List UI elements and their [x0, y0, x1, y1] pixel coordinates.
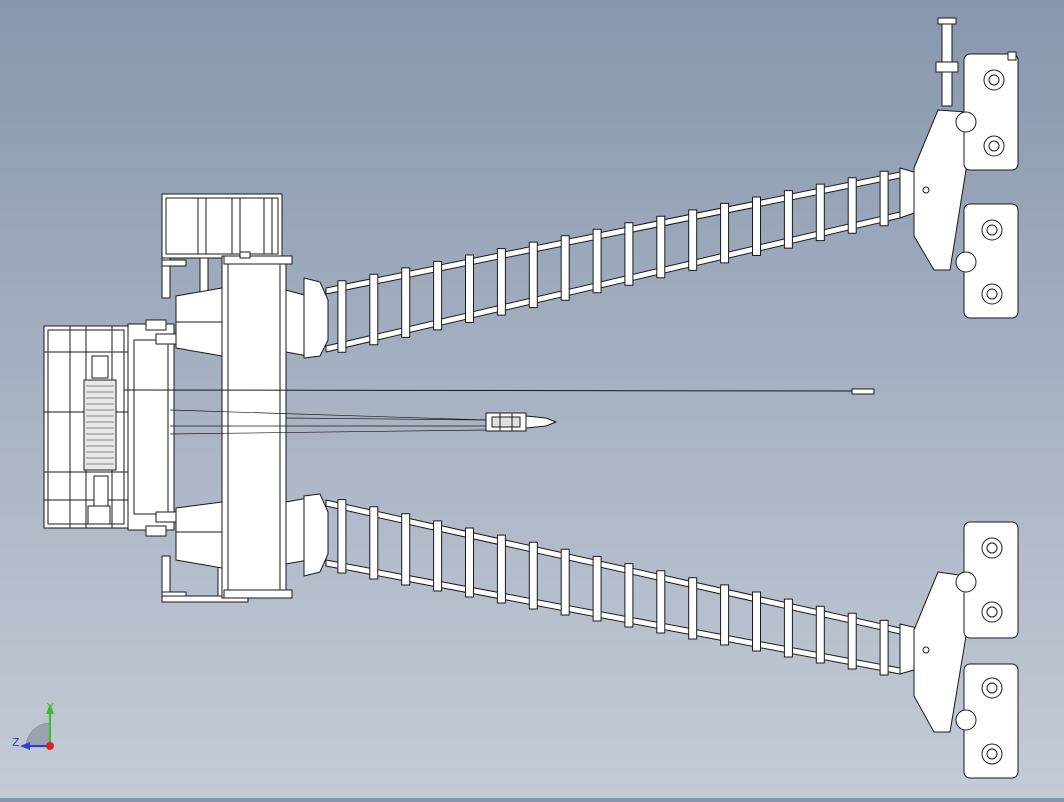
boom-rung	[783, 190, 793, 249]
boom-inner-rail	[325, 559, 901, 675]
drill-head	[485, 412, 557, 432]
boom-rung	[847, 612, 857, 670]
boom-rung	[815, 605, 825, 664]
boom-rung	[688, 209, 698, 271]
boom-rung	[337, 499, 347, 574]
lower-pulley-housing	[175, 493, 329, 577]
boom-rung	[401, 267, 411, 338]
boom-rung	[369, 506, 379, 580]
tether-lines	[123, 389, 861, 435]
boom-rung	[847, 177, 857, 234]
boom-rung	[528, 541, 538, 610]
boom-rung	[496, 534, 506, 604]
boom-rung	[783, 598, 793, 658]
boom-rung	[465, 254, 474, 323]
carriage-end-plate	[127, 319, 177, 537]
y-axis-label: Y	[46, 701, 54, 714]
boom-rung	[656, 570, 666, 634]
boom-rung	[624, 222, 634, 286]
boom-rung	[369, 273, 379, 346]
boom-rung	[752, 591, 761, 652]
upper-ladder-boom	[325, 170, 901, 353]
boom-rung	[720, 584, 730, 646]
lower-ladder-boom	[325, 499, 901, 676]
boom-rung	[592, 228, 602, 294]
boom-rung	[688, 577, 698, 640]
axis-triad: Y Z	[12, 701, 54, 750]
boom-rung	[496, 248, 506, 316]
boom-rung	[592, 555, 602, 622]
rear-cage-frame	[43, 325, 129, 529]
boom-rung	[624, 563, 634, 628]
x-axis-dot	[46, 742, 54, 750]
top-platform-railing	[161, 193, 283, 299]
boom-rung	[528, 241, 538, 309]
z-axis-arrowhead	[20, 742, 30, 750]
z-axis-label: Z	[12, 736, 20, 749]
boom-rung	[337, 280, 347, 353]
boom-rung	[465, 527, 474, 598]
boom-rung	[560, 235, 570, 301]
main-cross-beam	[221, 251, 293, 599]
boom-rung	[433, 520, 443, 592]
boom-rung	[560, 548, 570, 616]
boom-rung	[656, 215, 666, 279]
boom-rung	[752, 196, 761, 256]
boom-rung	[720, 202, 730, 264]
y-axis-arrowhead	[46, 704, 54, 714]
upper-pulley-housing	[175, 277, 329, 359]
boom-rung	[433, 260, 443, 331]
lower-tip-assembly	[899, 521, 1019, 779]
boom-rung	[815, 183, 825, 242]
upper-tip-assembly	[899, 17, 1019, 319]
boom-rung	[401, 513, 411, 586]
boom-rung	[879, 619, 889, 676]
boom-rung	[879, 170, 889, 227]
tether-end-fitting	[851, 388, 875, 395]
